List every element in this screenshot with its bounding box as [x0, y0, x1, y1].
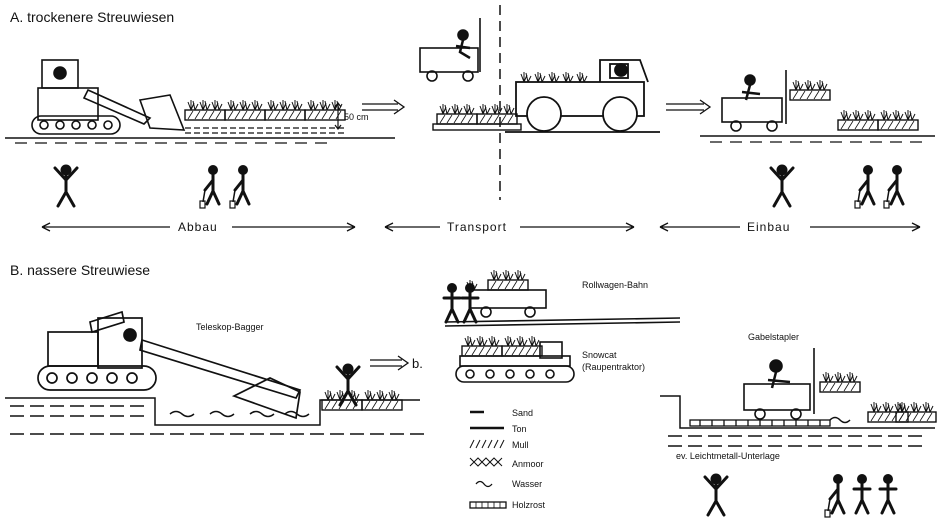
arrow-b-label: b.: [412, 356, 423, 371]
snowcat-load: [462, 336, 542, 356]
legend-item-holzrost: Holzrost: [470, 500, 546, 510]
einbau-workers: [771, 165, 903, 209]
arrow-to-einbau: [666, 100, 710, 114]
rail-load: [467, 270, 528, 290]
rail-worker-1: [444, 283, 460, 322]
ground-right: [700, 136, 935, 142]
b-workers: [705, 474, 896, 518]
truck-load: [521, 72, 587, 82]
legend: Sand Ton Mull Anmoor Wasser Holzrost: [470, 408, 546, 510]
b-ground-left: [5, 398, 424, 434]
legend-label-sand: Sand: [512, 408, 533, 418]
b-holzrost: [690, 420, 830, 426]
legend-label-mull: Mull: [512, 440, 529, 450]
legend-item-anmoor: Anmoor: [470, 458, 544, 469]
phase-transport: Transport: [447, 220, 507, 234]
snowcat-sublabel: (Raupentraktor): [582, 362, 645, 372]
snowcat-label: Snowcat: [582, 350, 617, 360]
arrow-to-b: [370, 356, 408, 370]
legend-label-ton: Ton: [512, 424, 527, 434]
legend-item-ton: Ton: [470, 424, 527, 434]
legend-item-wasser: Wasser: [476, 479, 542, 489]
section-b-title: B. nassere Streuwiese: [10, 262, 150, 278]
gabelstapler: [744, 348, 814, 419]
legend-label-anmoor: Anmoor: [512, 459, 544, 469]
transport-forklift: [420, 18, 480, 81]
ground-left: [5, 138, 395, 143]
forklift-label: Gabelstapler: [748, 332, 799, 342]
b-ground-right: [660, 396, 935, 446]
einbau-forklift: [722, 70, 786, 131]
abbau-sod-bed: [185, 100, 345, 133]
legend-item-mull: Mull: [470, 440, 529, 450]
legend-label-holzrost: Holzrost: [512, 500, 546, 510]
abbau-excavator: [32, 60, 184, 134]
rollwagen-bahn: [445, 290, 680, 326]
underlay-label: ev. Leichtmetall-Unterlage: [676, 451, 780, 461]
legend-label-wasser: Wasser: [512, 479, 542, 489]
transport-pallet: [433, 104, 521, 130]
rail-worker-2: [462, 283, 478, 322]
phase-einbau: Einbau: [747, 220, 790, 234]
snowcat: [456, 342, 574, 382]
einbau-sod-bed: [790, 80, 918, 130]
b-anmoor-block: [322, 390, 402, 410]
depth-label: 50 cm: [344, 112, 369, 122]
excavator-label: Teleskop-Bagger: [196, 322, 264, 332]
phase-abbau: Abbau: [178, 220, 218, 234]
section-a-title: A. trockenere Streuwiesen: [10, 9, 174, 25]
gabelstapler-load: [820, 372, 936, 422]
legend-item-sand: Sand: [470, 408, 533, 418]
abbau-workers: [55, 165, 249, 209]
transport-truck: [505, 60, 660, 132]
rail-label: Rollwagen-Bahn: [582, 280, 648, 290]
